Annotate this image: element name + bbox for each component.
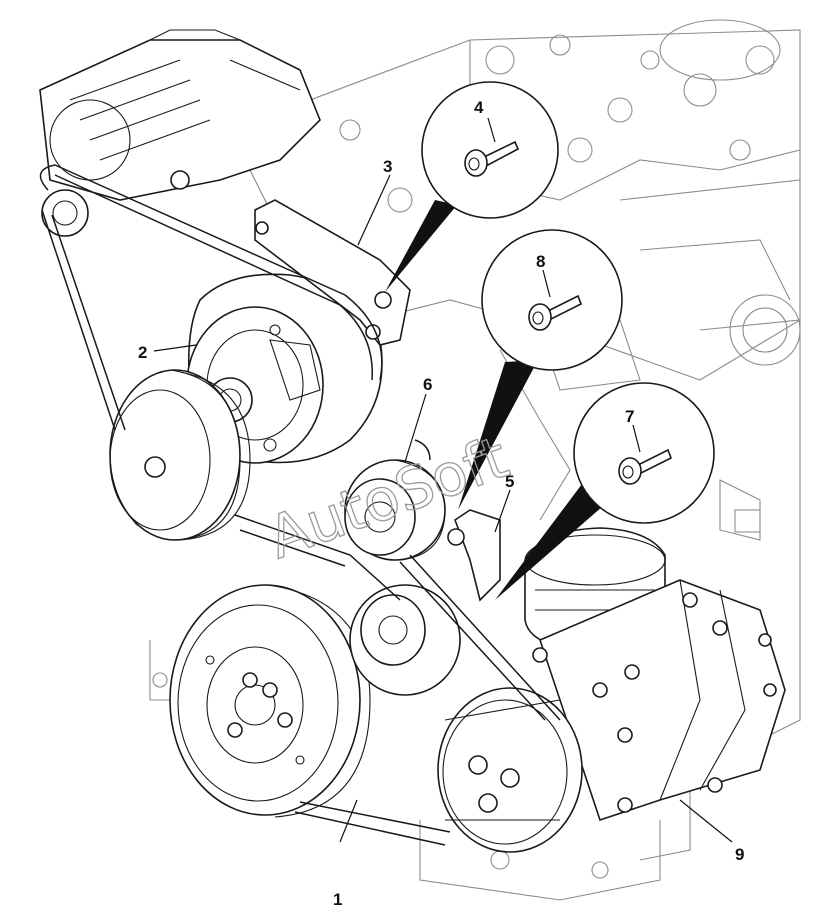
crankshaft-pulley: [169, 584, 371, 818]
compressor-pulley: [437, 687, 583, 853]
callout-bolt-7: [495, 382, 715, 600]
label-part-9: 9: [735, 845, 744, 864]
label-part-3: 3: [383, 157, 392, 176]
label-part-1: 1: [333, 890, 342, 909]
idler-pulley-bottom: [349, 584, 461, 696]
label-part-2: 2: [138, 343, 147, 362]
bracket: [254, 199, 411, 346]
label-part-4: 4: [474, 98, 484, 117]
large-pulley-middle: [109, 369, 251, 541]
engine-block-outline: [133, 19, 801, 901]
ac-compressor: [532, 579, 786, 822]
label-part-7: 7: [625, 407, 634, 426]
bolt-icon: [528, 294, 583, 331]
part-labels: 1 2 3 4 5 6 7 8 9: [138, 98, 744, 909]
bolt-icon: [618, 448, 673, 485]
leader-lines: [153, 174, 733, 843]
label-part-5: 5: [505, 472, 514, 491]
callout-bolt-8: [458, 229, 623, 510]
callout-bolt-4: [385, 81, 559, 292]
serpentine-belt: [39, 164, 561, 846]
label-part-6: 6: [423, 375, 432, 394]
alternator: [39, 29, 321, 201]
idler-pulley-left: [41, 189, 89, 237]
tensioner-pulley: [344, 459, 446, 561]
bolt-icon: [464, 140, 520, 177]
tensioner-arm: [447, 509, 501, 602]
label-part-8: 8: [536, 252, 545, 271]
